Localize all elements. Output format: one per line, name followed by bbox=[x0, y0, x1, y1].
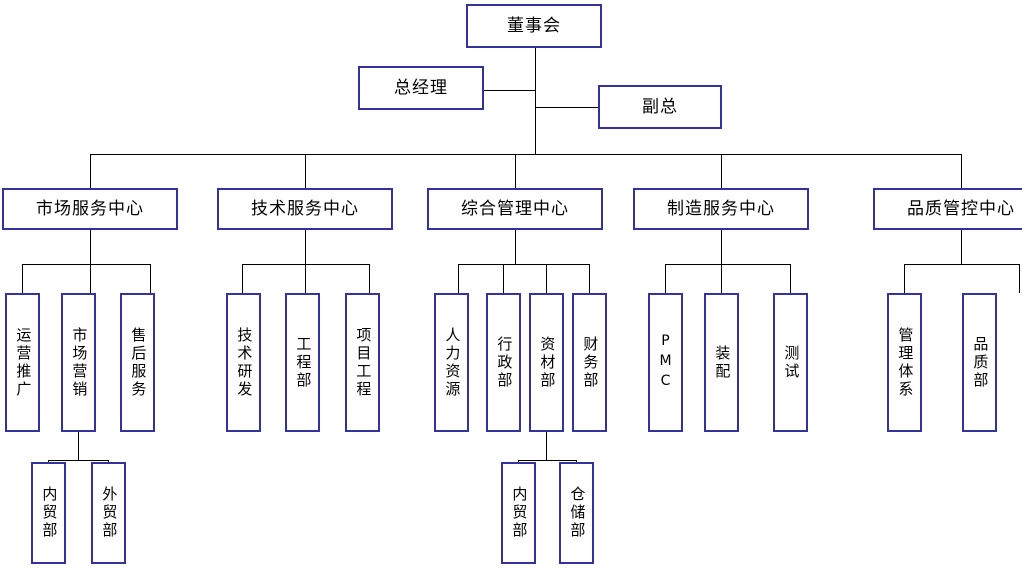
connector-manufacturing-drop-2 bbox=[790, 264, 791, 293]
dept-human-resources[interactable]: 人力资源 bbox=[434, 293, 469, 432]
connector-technical-drop-2 bbox=[369, 264, 370, 293]
dept-finance[interactable]: 财务部 bbox=[572, 293, 607, 432]
connector-center-drop-3 bbox=[721, 154, 722, 188]
connector-technical-drop-0 bbox=[242, 264, 243, 293]
subdept-warehousing[interactable]: 仓储部 bbox=[559, 462, 594, 564]
connector-quality-bus bbox=[904, 264, 1019, 265]
node-label: 品质部 bbox=[971, 335, 990, 390]
node-label: 副总 bbox=[642, 96, 678, 117]
subdept-domestic-trade-marketing[interactable]: 内贸部 bbox=[31, 462, 66, 564]
node-label: 市场营销 bbox=[70, 326, 89, 399]
node-label: 内贸部 bbox=[40, 486, 59, 540]
node-label: 技术服务中心 bbox=[251, 198, 359, 219]
node-general-manager[interactable]: 总经理 bbox=[358, 66, 484, 110]
dept-quality-assurance[interactable]: 品质部 bbox=[962, 293, 997, 432]
node-label: 资材部 bbox=[538, 335, 557, 390]
connector-quality-drop-0 bbox=[904, 264, 905, 293]
node-label: 技术研发 bbox=[235, 326, 254, 399]
dept-technology-rnd[interactable]: 技术研发 bbox=[226, 293, 261, 432]
dept-after-sales-service[interactable]: 售后服务 bbox=[120, 293, 155, 432]
connector-technical-stem bbox=[305, 230, 306, 264]
connector-board-spine bbox=[535, 48, 536, 154]
connector-market-drop-1 bbox=[90, 264, 91, 293]
connector-manufacturing-drop-1 bbox=[721, 264, 722, 293]
connector-centers-bus bbox=[90, 154, 961, 155]
node-label: 综合管理中心 bbox=[461, 198, 569, 219]
subdept-foreign-trade[interactable]: 外贸部 bbox=[91, 462, 126, 564]
node-label: 管理体系 bbox=[896, 326, 915, 399]
node-label: 售后服务 bbox=[129, 326, 148, 399]
connector-center-drop-2 bbox=[515, 154, 516, 188]
node-label: 人力资源 bbox=[443, 326, 462, 399]
connector-technical-drop-1 bbox=[305, 264, 306, 293]
connector-administration-bus bbox=[458, 264, 589, 265]
connector-market-drop-2 bbox=[150, 264, 151, 293]
dept-project-engineering[interactable]: 项目工程 bbox=[345, 293, 380, 432]
node-label: 品质管控中心 bbox=[907, 198, 1015, 219]
node-label: 内贸部 bbox=[510, 486, 529, 540]
dept-operations-promotion[interactable]: 运营推广 bbox=[5, 293, 40, 432]
node-label: 工程部 bbox=[294, 335, 313, 390]
node-label: 外贸部 bbox=[100, 486, 119, 540]
node-label: 财务部 bbox=[581, 335, 600, 390]
connector-market-drop-0 bbox=[22, 264, 23, 293]
connector-administration-stem bbox=[515, 230, 516, 264]
node-label: 仓储部 bbox=[568, 486, 587, 540]
connector-quality-drop-1 bbox=[1019, 264, 1020, 293]
connector-center-drop-0 bbox=[90, 154, 91, 188]
center-quality-control[interactable]: 品质管控中心 bbox=[873, 188, 1022, 230]
node-label: 装配 bbox=[713, 344, 732, 381]
connector-administration-drop-0 bbox=[458, 264, 459, 293]
node-label: 总经理 bbox=[394, 77, 448, 98]
node-label: 运营推广 bbox=[14, 326, 33, 399]
dept-materials[interactable]: 资材部 bbox=[529, 293, 564, 432]
dept-engineering[interactable]: 工程部 bbox=[285, 293, 320, 432]
center-technical-service[interactable]: 技术服务中心 bbox=[217, 188, 393, 230]
connector-administration-drop-3 bbox=[589, 264, 590, 293]
center-market-service[interactable]: 市场服务中心 bbox=[2, 188, 178, 230]
connector-materials-bus bbox=[518, 460, 576, 461]
connector-materials-stem bbox=[546, 432, 547, 460]
connector-market-bus bbox=[22, 264, 150, 265]
connector-deputy bbox=[535, 107, 598, 108]
connector-manufacturing-bus bbox=[665, 264, 790, 265]
node-label: 测试 bbox=[782, 344, 801, 381]
connector-general-manager bbox=[484, 90, 536, 91]
center-manufacturing-service[interactable]: 制造服务中心 bbox=[633, 188, 809, 230]
dept-administration[interactable]: 行政部 bbox=[486, 293, 521, 432]
node-label: 项目工程 bbox=[354, 326, 373, 399]
connector-manufacturing-stem bbox=[721, 230, 722, 264]
node-label: 董事会 bbox=[507, 15, 561, 36]
dept-assembly[interactable]: 装配 bbox=[704, 293, 739, 432]
node-deputy-general-manager[interactable]: 副总 bbox=[598, 85, 722, 129]
node-label: 市场服务中心 bbox=[36, 198, 144, 219]
connector-marketing-sales-bus bbox=[48, 460, 108, 461]
connector-market-stem bbox=[90, 230, 91, 264]
dept-testing[interactable]: 测试 bbox=[773, 293, 808, 432]
node-label: 制造服务中心 bbox=[667, 198, 775, 219]
connector-center-drop-4 bbox=[961, 154, 962, 188]
connector-administration-drop-2 bbox=[546, 264, 547, 293]
dept-management-system[interactable]: 管理体系 bbox=[887, 293, 922, 432]
connector-quality-stem bbox=[961, 230, 962, 264]
dept-marketing-sales[interactable]: 市场营销 bbox=[61, 293, 96, 432]
node-label: PMC bbox=[657, 332, 674, 393]
dept-pmc[interactable]: PMC bbox=[648, 293, 683, 432]
subdept-domestic-trade-materials[interactable]: 内贸部 bbox=[501, 462, 536, 564]
node-board-of-directors[interactable]: 董事会 bbox=[466, 4, 602, 48]
center-comprehensive-management[interactable]: 综合管理中心 bbox=[427, 188, 603, 230]
node-label: 行政部 bbox=[495, 335, 514, 390]
connector-manufacturing-drop-0 bbox=[665, 264, 666, 293]
connector-center-drop-1 bbox=[305, 154, 306, 188]
connector-administration-drop-1 bbox=[503, 264, 504, 293]
connector-marketing-sales-stem bbox=[78, 432, 79, 460]
